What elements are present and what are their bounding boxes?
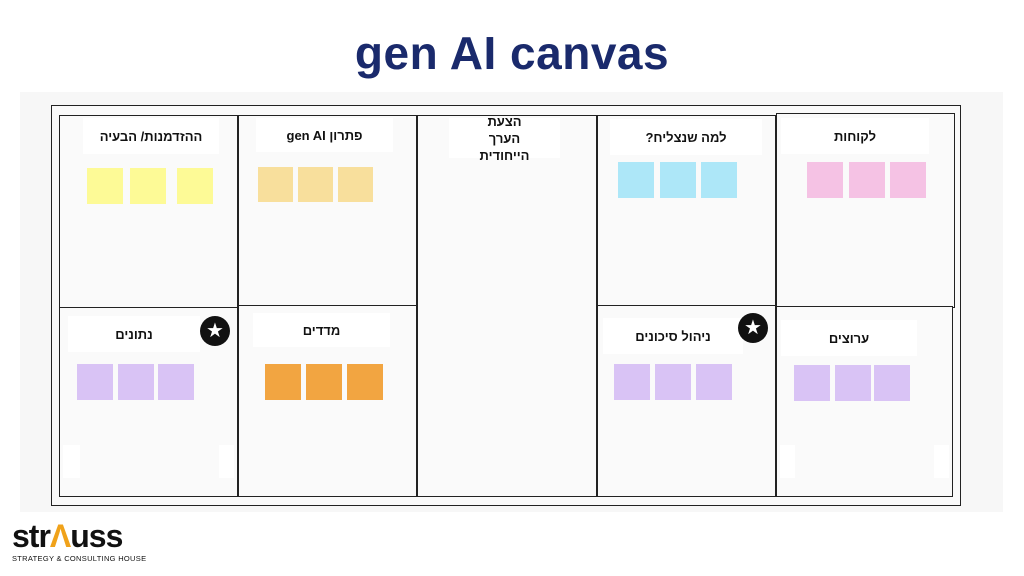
sticky-note[interactable] [890,162,926,198]
section-label-customers: לקוחות [781,118,929,154]
section-label-risk: ניהול סיכונים [603,318,743,354]
section-label-channels: ערוצים [781,320,917,356]
logo-word-accent: Λ [49,518,71,554]
sticky-note[interactable] [306,364,342,400]
sticky-note[interactable] [835,365,871,401]
sticky-note[interactable] [696,364,732,400]
page-title: gen AI canvas [354,27,670,79]
section-label-metrics: מדדים [253,313,390,347]
sticky-note[interactable] [177,168,213,204]
sticky-note[interactable] [338,167,373,202]
sticky-note[interactable] [87,168,123,204]
sticky-note[interactable] [701,162,737,198]
blank-note [63,445,80,478]
sticky-note[interactable] [118,364,154,400]
sticky-note[interactable] [77,364,113,400]
star-icon: ★ [738,313,768,343]
sticky-note[interactable] [874,365,910,401]
section-label-solution: פתרון gen AI [256,118,393,152]
sticky-note[interactable] [130,168,166,204]
sticky-note[interactable] [614,364,650,400]
blank-note [934,445,949,478]
sticky-note[interactable] [158,364,194,400]
section-label-value: הצעת הערך הייחודית [449,114,560,163]
sticky-note[interactable] [807,162,843,198]
section-label-opportunity: ההזדמנות/ הבעיה [83,118,219,154]
sticky-note[interactable] [655,364,691,400]
strauss-logo: strΛuss STRATEGY & CONSULTING HOUSE [12,520,162,563]
logo-wordmark: strΛuss [12,520,162,552]
sticky-note[interactable] [660,162,696,198]
sticky-note[interactable] [794,365,830,401]
logo-word-end: uss [70,518,123,554]
logo-word-start: str [12,518,51,554]
sticky-note[interactable] [265,364,301,400]
blank-note [219,445,234,478]
section-label-success: למה שנצליח? [610,119,762,155]
logo-subtitle: STRATEGY & CONSULTING HOUSE [12,554,147,563]
sticky-note[interactable] [347,364,383,400]
sticky-note[interactable] [849,162,885,198]
cell-value [417,115,597,497]
sticky-note[interactable] [258,167,293,202]
star-icon: ★ [200,316,230,346]
sticky-note[interactable] [618,162,654,198]
blank-note [780,445,795,478]
sticky-note[interactable] [298,167,333,202]
section-label-data: נתונים [68,316,200,352]
